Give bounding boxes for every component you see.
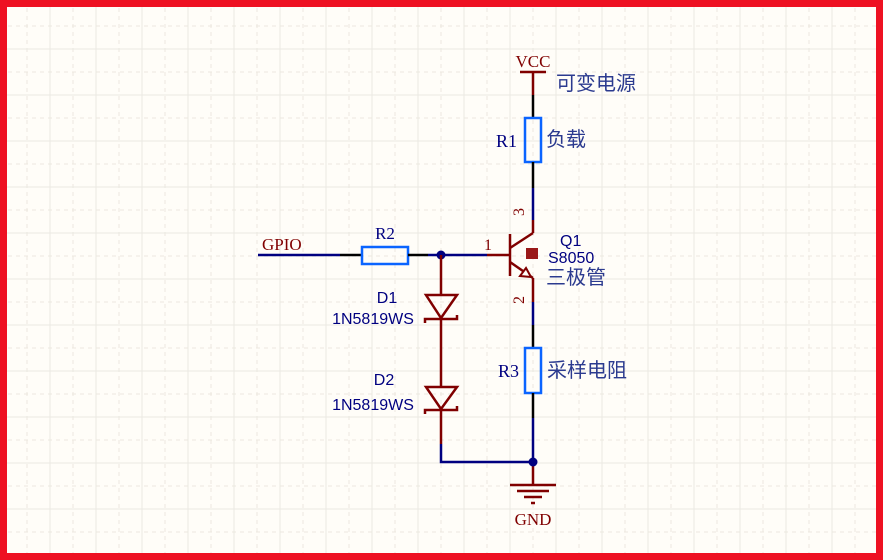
d2-triangle-icon — [423, 385, 460, 412]
r1-comment: 负载 — [546, 128, 586, 151]
q1-pin-3-label: 3 — [511, 208, 528, 216]
q1-value: S8050 — [548, 250, 594, 267]
q1-pin-2-label: 2 — [511, 296, 528, 304]
vcc-power-port[interactable]: VCC 可变电源 — [516, 52, 636, 95]
q1-collector-lead — [509, 231, 534, 250]
r2-designator: R2 — [375, 224, 395, 243]
d1-triangle-icon — [423, 293, 460, 321]
diode-d2[interactable]: D2 1N5819WS — [332, 364, 460, 444]
diode-d1[interactable]: D1 1N5819WS — [332, 255, 460, 343]
q1-comment: 三极管 — [546, 266, 606, 289]
d2-designator: D2 — [374, 372, 395, 389]
vcc-label: VCC — [516, 52, 551, 71]
q1-emitter-arrow-icon — [518, 266, 533, 279]
d2-value: 1N5819WS — [332, 397, 414, 414]
r3-designator: R3 — [498, 361, 519, 381]
resistor-r3[interactable]: R3 采样电阻 — [498, 325, 627, 418]
q1-designator: Q1 — [560, 233, 581, 250]
d1-designator: D1 — [377, 290, 398, 307]
gpio-label: GPIO — [262, 235, 302, 254]
gpio-port[interactable]: GPIO — [258, 235, 340, 257]
q1-pin-1-label: 1 — [484, 237, 492, 254]
r3-comment: 采样电阻 — [547, 359, 627, 382]
gnd-label: GND — [515, 510, 552, 529]
vcc-comment: 可变电源 — [556, 72, 636, 95]
q1-overlap-marker — [526, 248, 538, 259]
resistor-r2[interactable]: R2 — [340, 224, 428, 266]
d1-value: 1N5819WS — [332, 311, 414, 328]
gnd-power-port[interactable]: GND — [510, 462, 556, 529]
wire-d2-gnd[interactable] — [439, 444, 533, 464]
r1-designator: R1 — [496, 131, 517, 151]
transistor-q1[interactable]: 3 2 1 Q1 S8050 三极管 — [484, 208, 606, 304]
resistor-r1[interactable]: R1 负载 — [496, 95, 586, 188]
